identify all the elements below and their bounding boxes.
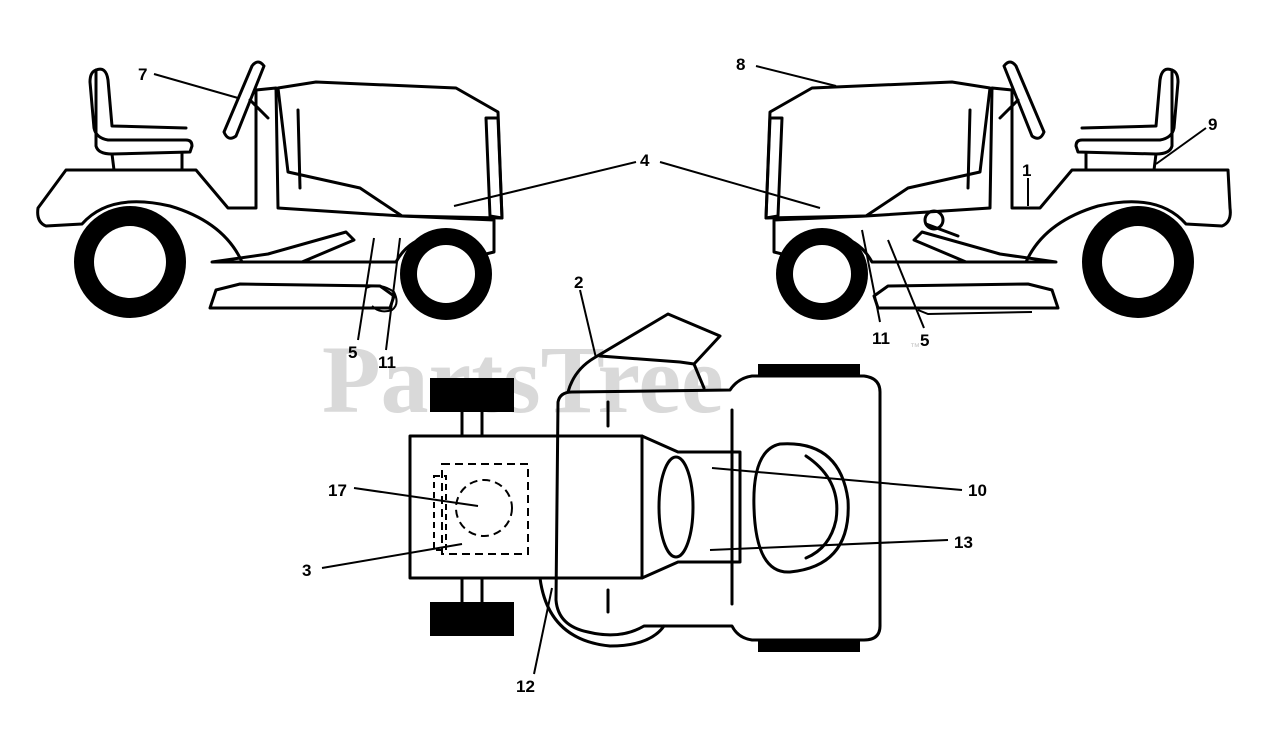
left-hood xyxy=(276,80,504,220)
left-seat xyxy=(88,68,194,156)
callout-2: 2 xyxy=(574,273,583,292)
top-front-wheel-lower xyxy=(430,602,514,636)
callout-9: 9 xyxy=(1208,115,1217,134)
callout-13: 13 xyxy=(954,533,973,552)
right-hood-line xyxy=(966,108,972,190)
right-steering-wheel xyxy=(1002,60,1046,140)
top-air-filter-outline xyxy=(455,479,513,537)
callout-12: 12 xyxy=(516,677,535,696)
left-seat-base xyxy=(110,152,184,172)
right-front-hub xyxy=(793,245,851,303)
left-front-hub xyxy=(417,245,475,303)
top-engine-side xyxy=(433,475,447,551)
tractor-left-side-view xyxy=(36,60,504,320)
leader-5-left xyxy=(357,237,375,341)
callout-17: 17 xyxy=(328,481,347,500)
top-engine-outline xyxy=(441,463,529,555)
top-front-axle-lower xyxy=(460,576,484,604)
left-steering-wheel xyxy=(222,60,266,140)
callout-11-right: 11 xyxy=(872,329,890,348)
right-steering-column xyxy=(998,98,1020,120)
right-mower-deck xyxy=(872,282,1060,310)
tractor-right-side-view xyxy=(764,60,1232,320)
leader-11-left xyxy=(385,237,401,351)
top-rear-wheel-upper xyxy=(758,364,860,376)
leader-7 xyxy=(153,73,239,99)
right-seat-base xyxy=(1084,152,1158,172)
callout-5-left: 5 xyxy=(348,343,357,362)
left-hood-grill xyxy=(484,116,504,220)
top-chute-inner xyxy=(598,354,696,366)
leader-5-right xyxy=(887,239,925,329)
leader-4b xyxy=(659,161,821,209)
callout-5-right: 5 xyxy=(920,331,929,350)
right-rear-hub xyxy=(1102,226,1174,298)
top-front-axle-upper xyxy=(460,410,484,438)
left-hood-line xyxy=(296,108,302,190)
top-seat-back xyxy=(804,454,839,560)
watermark-trademark: ™ xyxy=(910,342,920,353)
right-hood-grill xyxy=(764,116,784,220)
leader-4a xyxy=(453,161,637,207)
right-seat xyxy=(1074,68,1180,156)
leader-11-right xyxy=(861,229,881,323)
right-lift-lever xyxy=(924,222,960,238)
left-footrest xyxy=(210,230,356,264)
left-rear-hub xyxy=(94,226,166,298)
callout-3: 3 xyxy=(302,561,311,580)
callout-leaders xyxy=(153,65,1207,675)
leader-2 xyxy=(579,289,597,359)
callout-11-left: 11 xyxy=(378,353,396,372)
right-seat-back xyxy=(1080,67,1174,130)
top-discharge-chute xyxy=(566,312,722,394)
top-steering-wheel xyxy=(657,455,695,559)
top-hood-nose xyxy=(640,434,742,580)
top-mower-deck xyxy=(554,374,882,642)
leader-9 xyxy=(1155,127,1207,165)
top-front-wheel-upper xyxy=(430,378,514,412)
top-rear-wheel-lower xyxy=(758,640,860,652)
partstree-watermark: PartsTree ™ xyxy=(322,326,920,433)
watermark-text: PartsTree xyxy=(322,326,724,433)
right-lift-lever-knob xyxy=(923,209,945,231)
leader-13 xyxy=(709,539,949,551)
leader-3 xyxy=(321,543,463,569)
right-deck-chute xyxy=(917,309,1033,316)
callout-4: 4 xyxy=(640,151,650,170)
left-mower-deck xyxy=(208,282,396,310)
callout-10: 10 xyxy=(968,481,987,500)
left-seat-back xyxy=(94,67,188,130)
top-hood xyxy=(408,434,644,580)
leader-8 xyxy=(755,65,837,87)
right-footrest xyxy=(912,230,1058,264)
callout-1: 1 xyxy=(1022,161,1031,180)
leader-17 xyxy=(353,487,479,507)
top-seat xyxy=(752,442,850,574)
leader-12 xyxy=(533,587,553,675)
callout-labels: 7 8 9 1 4 5 11 11 5 2 17 3 10 13 12 xyxy=(138,55,1217,696)
leader-10 xyxy=(711,467,963,491)
left-deck-discharge xyxy=(365,284,398,313)
right-hood xyxy=(764,80,992,220)
callout-8: 8 xyxy=(736,55,745,74)
left-steering-column xyxy=(248,98,270,120)
callout-7: 7 xyxy=(138,65,147,84)
